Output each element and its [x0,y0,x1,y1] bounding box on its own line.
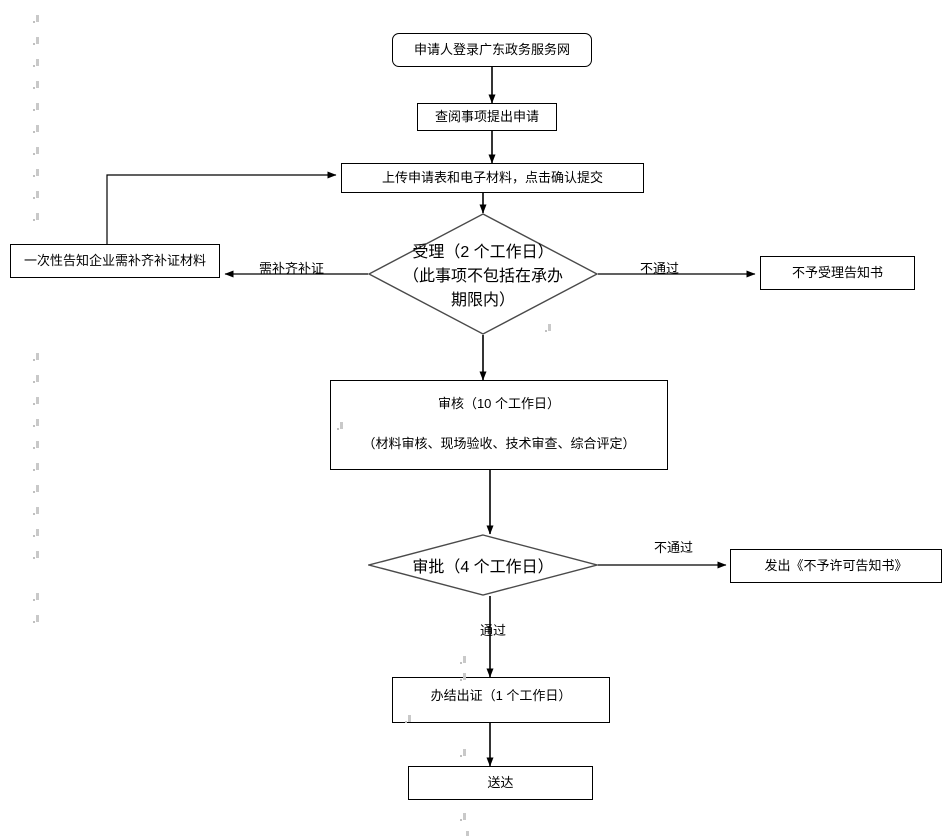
edge-label-approval-fail: 不通过 [654,540,694,555]
paragraph-mark-left-12 [33,396,39,405]
paragraph-mark-inline-1 [337,421,343,430]
node-notify-supplement[interactable]: 一次性告知企业需补齐补证材料 [10,244,220,278]
paragraph-mark-inline-5 [460,748,466,757]
paragraph-mark-left-13 [33,418,39,427]
paragraph-mark-left-11 [33,374,39,383]
paragraph-mark-left-7 [33,168,39,177]
paragraph-mark-left-3 [33,80,39,89]
node-login[interactable]: 申请人登录广东政务服务网 [392,33,592,67]
paragraph-mark-left-8 [33,190,39,199]
paragraph-mark-left-19 [33,550,39,559]
paragraph-mark-left-14 [33,440,39,449]
paragraph-mark-inline-3 [460,672,466,681]
paragraph-mark-left-10 [33,352,39,361]
paragraph-mark-left-20 [33,592,39,601]
node-approval[interactable]: 审批（4 个工作日） [368,534,598,596]
paragraph-mark-left-0 [33,14,39,23]
paragraph-mark-left-4 [33,102,39,111]
node-review[interactable]: 审核（10 个工作日） （材料审核、现场验收、技术审查、综合评定） [330,380,668,470]
node-review-sublabel: （材料审核、现场验收、技术审查、综合评定） [362,435,636,451]
node-reject-accept-label: 不予受理告知书 [791,265,883,281]
node-issue-reject-notice-label: 发出《不予许可告知书》 [764,558,908,574]
node-accept[interactable]: 受理（2 个工作日） （此事项不包括在承办 期限内） [368,213,598,335]
paragraph-mark-left-5 [33,124,39,133]
node-review-label: 审核（10 个工作日） [437,396,561,411]
paragraph-mark-inline-7 [463,830,469,836]
paragraph-mark-left-17 [33,506,39,515]
paragraph-mark-left-16 [33,484,39,493]
paragraph-mark-left-2 [33,58,39,67]
node-deliver[interactable]: 送达 [408,766,593,800]
node-complete-certificate[interactable]: 办结出证（1 个工作日） [392,677,610,723]
node-complete-certificate-label: 办结出证（1 个工作日） [430,688,572,703]
node-issue-reject-notice[interactable]: 发出《不予许可告知书》 [730,549,942,583]
paragraph-mark-left-21 [33,614,39,623]
paragraph-mark-inline-4 [405,714,411,723]
edge-feedback-loop-to-upload [106,171,337,244]
paragraph-mark-left-15 [33,462,39,471]
node-deliver-label: 送达 [487,775,514,791]
node-upload[interactable]: 上传申请表和电子材料，点击确认提交 [341,163,644,193]
node-reject-accept[interactable]: 不予受理告知书 [760,256,915,290]
paragraph-mark-inline-2 [460,655,466,664]
approval-diamond-shape [368,534,598,596]
edge-label-accept-fail: 不通过 [640,261,680,276]
node-view-apply-label: 查阅事项提出申请 [434,109,539,125]
edge-label-approval-pass: 通过 [480,623,507,638]
node-upload-label: 上传申请表和电子材料，点击确认提交 [381,170,603,186]
edge-label-need-supplement: 需补齐补证 [259,261,325,276]
node-login-label: 申请人登录广东政务服务网 [413,42,570,58]
paragraph-mark-left-9 [33,212,39,221]
node-notify-supplement-label: 一次性告知企业需补齐补证材料 [23,253,206,269]
node-view-apply[interactable]: 查阅事项提出申请 [417,103,557,131]
paragraph-mark-left-1 [33,36,39,45]
paragraph-mark-inline-0 [545,323,551,332]
accept-diamond-shape [368,213,598,335]
paragraph-mark-left-18 [33,528,39,537]
paragraph-mark-left-6 [33,146,39,155]
paragraph-mark-inline-6 [460,812,466,821]
